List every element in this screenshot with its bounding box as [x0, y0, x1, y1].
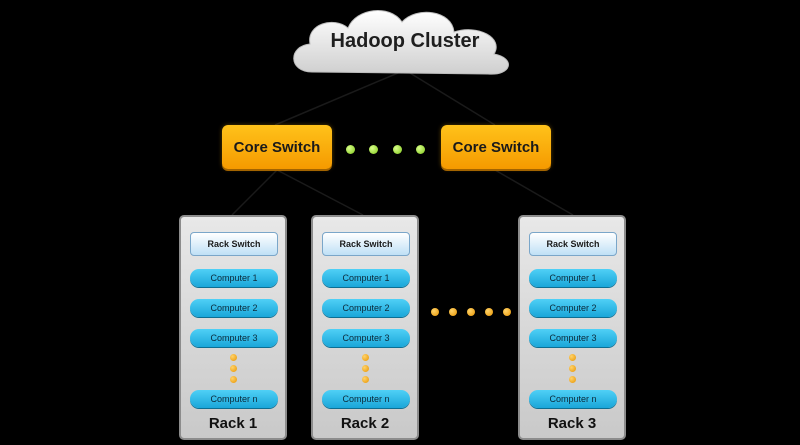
connector-dot — [431, 308, 439, 316]
ellipsis-dot — [569, 354, 576, 361]
cloud-icon — [293, 10, 509, 75]
computer-node: Computer 3 — [190, 329, 278, 347]
rack-switch: Rack Switch — [190, 232, 278, 256]
core-switch-left: Core Switch — [222, 125, 332, 169]
ellipsis-dot — [230, 365, 237, 372]
cluster-title: Hadoop Cluster — [330, 30, 480, 52]
computer-node: Computer n — [529, 390, 617, 408]
computer-node: Computer 3 — [322, 329, 410, 347]
connector-dot — [416, 145, 425, 154]
ellipsis-dot — [230, 376, 237, 383]
ellipsis-dot — [569, 365, 576, 372]
rack-2: Rack Switch Computer 1 Computer 2 Comput… — [311, 215, 419, 440]
rack-3: Rack Switch Computer 1 Computer 2 Comput… — [518, 215, 626, 440]
computer-node: Computer 1 — [529, 269, 617, 287]
computer-node: Computer 2 — [322, 299, 410, 317]
computer-node: Computer 3 — [529, 329, 617, 347]
ellipsis-dot — [569, 376, 576, 383]
rack-switch: Rack Switch — [529, 232, 617, 256]
ellipsis-dot — [362, 376, 369, 383]
rack-switch: Rack Switch — [322, 232, 410, 256]
computer-node: Computer 2 — [529, 299, 617, 317]
computer-node: Computer 2 — [190, 299, 278, 317]
connector-dot — [393, 145, 402, 154]
computer-node: Computer 1 — [190, 269, 278, 287]
connector-dot — [449, 308, 457, 316]
rack-label: Rack 3 — [547, 415, 597, 432]
connector-dot — [369, 145, 378, 154]
connector-dot — [467, 308, 475, 316]
rack-1: Rack Switch Computer 1 Computer 2 Comput… — [179, 215, 287, 440]
computer-node: Computer n — [322, 390, 410, 408]
computer-node: Computer 1 — [322, 269, 410, 287]
connector-dot — [503, 308, 511, 316]
connector-dot — [346, 145, 355, 154]
ellipsis-dot — [362, 365, 369, 372]
computer-node: Computer n — [190, 390, 278, 408]
core-switch-right: Core Switch — [441, 125, 551, 169]
rack-label: Rack 1 — [208, 415, 258, 432]
rack-label: Rack 2 — [340, 415, 390, 432]
connector-dot — [485, 308, 493, 316]
ellipsis-dot — [230, 354, 237, 361]
ellipsis-dot — [362, 354, 369, 361]
